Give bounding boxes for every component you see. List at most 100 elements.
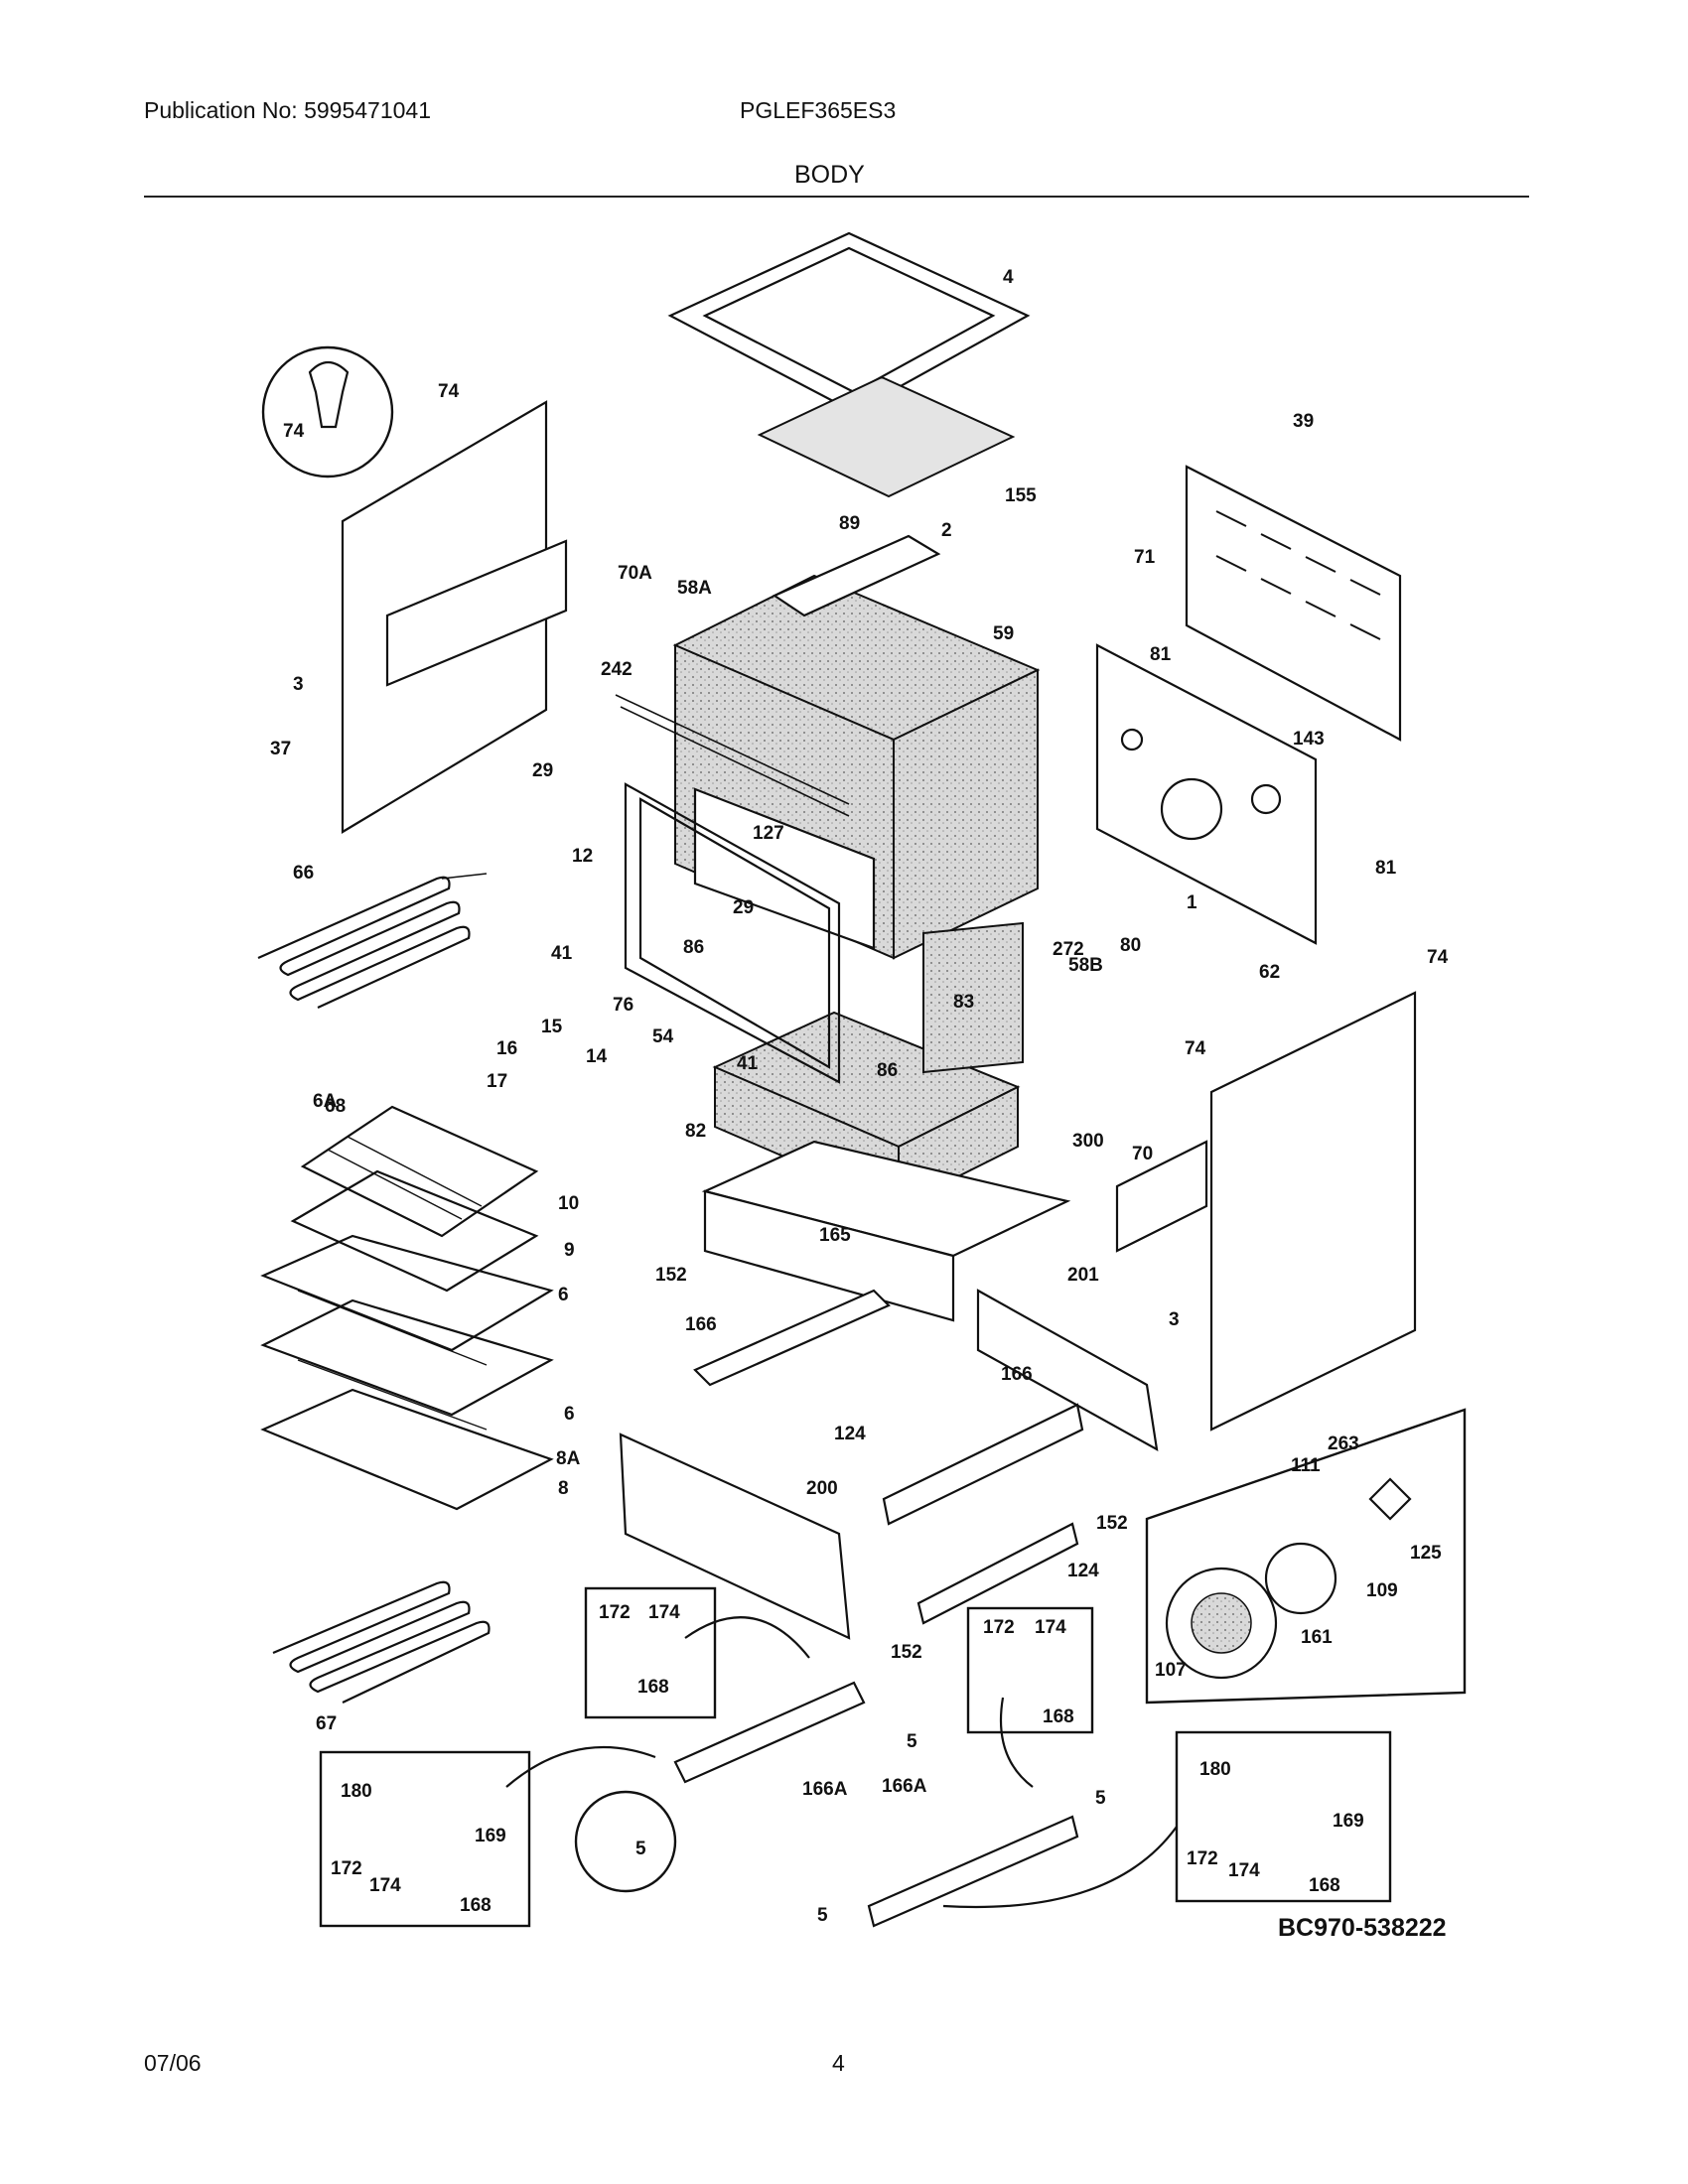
part-label-p200: 200: [806, 1478, 838, 1499]
part-label-p165: 165: [819, 1225, 851, 1246]
footer-page-number: 4: [832, 2050, 845, 2076]
part-label-p81b: 81: [1375, 858, 1397, 879]
part-label-p74b: 74: [283, 421, 305, 442]
part-label-p174d: 174: [1228, 1860, 1260, 1881]
part-label-p172b: 172: [983, 1617, 1015, 1638]
part-label-p125: 125: [1410, 1543, 1442, 1564]
arrow-2: [505, 1745, 656, 1788]
part-label-p6a: 6: [558, 1285, 569, 1305]
leveler-detail-circle: [574, 1790, 677, 1893]
part-label-p41a: 41: [551, 943, 573, 964]
part-label-p166Ab: 166A: [882, 1776, 927, 1797]
part-label-p172a: 172: [599, 1602, 631, 1623]
part-label-p37: 37: [270, 739, 291, 759]
arrow-1: [684, 1616, 810, 1659]
part-label-p155: 155: [1005, 485, 1037, 506]
part-label-p5a: 5: [907, 1731, 917, 1752]
part-label-p58B: 58B: [1068, 955, 1103, 976]
part-label-p70: 70: [1132, 1144, 1153, 1164]
part-label-p83: 83: [953, 992, 974, 1013]
part-label-p3a: 3: [293, 674, 304, 695]
part-label-p6b: 6: [564, 1404, 575, 1425]
publication-number: Publication No: 5995471041: [144, 97, 432, 123]
part-label-p10: 10: [558, 1193, 579, 1214]
part-label-p58A: 58A: [677, 578, 712, 599]
part-label-p161: 161: [1301, 1627, 1333, 1648]
part-label-p17: 17: [487, 1071, 507, 1092]
part-label-p39: 39: [1293, 411, 1314, 432]
part-label-p41b: 41: [737, 1053, 759, 1074]
part-label-p86a: 86: [683, 937, 704, 958]
part-label-p15: 15: [541, 1017, 563, 1037]
part-label-p174c: 174: [369, 1875, 401, 1896]
part-label-p174a: 174: [648, 1602, 680, 1623]
part-label-p152c: 152: [891, 1642, 922, 1663]
oven-racks: [260, 1105, 554, 1511]
part-label-p242: 242: [601, 659, 633, 680]
top-panel: [667, 231, 1031, 498]
header-rule: [144, 196, 1529, 198]
part-label-p5c: 5: [817, 1905, 828, 1926]
part-label-p166b: 166: [1001, 1364, 1033, 1385]
part-label-p152a: 152: [655, 1265, 687, 1286]
part-label-p74c: 74: [1427, 947, 1449, 968]
part-label-p81a: 81: [1150, 644, 1172, 665]
part-label-p1: 1: [1187, 892, 1197, 913]
part-label-p74a: 74: [438, 381, 460, 402]
part-label-p71: 71: [1134, 547, 1156, 568]
oven-cavity: [672, 534, 1041, 960]
part-label-p127: 127: [753, 823, 784, 844]
part-label-p68: 68: [325, 1096, 346, 1117]
part-label-p66: 66: [293, 863, 314, 884]
part-label-p62: 62: [1259, 962, 1280, 983]
part-label-p6A: 6A: [313, 1091, 338, 1112]
part-label-p5d: 5: [635, 1839, 646, 1859]
part-label-p82: 82: [685, 1121, 706, 1142]
detail-box-4: [1175, 1730, 1392, 1903]
part-label-p124a: 124: [834, 1424, 866, 1444]
part-label-p174b: 174: [1035, 1617, 1066, 1638]
diagram-code: BC970-538222: [1278, 1914, 1447, 1942]
footer-date: 07/06: [144, 2050, 202, 2076]
part-label-p180b: 180: [1199, 1759, 1231, 1780]
part-label-p172c: 172: [331, 1858, 362, 1879]
arrow-4: [942, 1826, 1178, 1909]
part-label-p12: 12: [572, 846, 593, 867]
part-label-p168c: 168: [460, 1895, 492, 1916]
part-label-p29a: 29: [532, 760, 553, 781]
part-label-p2: 2: [941, 520, 952, 541]
part-label-p80: 80: [1120, 935, 1141, 956]
part-label-p16: 16: [496, 1038, 517, 1059]
part-label-p5b: 5: [1095, 1788, 1106, 1809]
part-label-p3b: 3: [1169, 1309, 1180, 1330]
part-label-p172d: 172: [1187, 1848, 1218, 1869]
section-title: BODY: [794, 161, 865, 189]
part-label-p14: 14: [586, 1046, 608, 1067]
part-label-p300: 300: [1072, 1131, 1104, 1152]
part-label-p169a: 169: [475, 1826, 506, 1846]
arrow-3: [999, 1697, 1034, 1788]
part-label-p263: 263: [1328, 1433, 1359, 1454]
part-label-p67: 67: [316, 1713, 337, 1734]
part-label-p86b: 86: [877, 1060, 898, 1081]
detail-box-2: [966, 1606, 1094, 1734]
part-label-p8: 8: [558, 1478, 569, 1499]
part-label-p143: 143: [1293, 729, 1325, 750]
rear-panel: [1095, 465, 1402, 945]
part-label-p152b: 152: [1096, 1513, 1128, 1534]
part-label-p201: 201: [1067, 1265, 1099, 1286]
part-label-p59: 59: [993, 623, 1014, 644]
part-label-p89: 89: [839, 513, 860, 534]
detail-box-1: [584, 1586, 717, 1719]
model-number: PGLEF365ES3: [740, 97, 897, 123]
oven-base: [619, 1140, 1159, 1928]
part-label-p168b: 168: [1043, 1706, 1074, 1727]
part-label-p76: 76: [613, 995, 633, 1016]
part-label-p8A: 8A: [556, 1448, 581, 1469]
part-label-p166Aa: 166A: [802, 1779, 848, 1800]
convection-fan-box: [1145, 1408, 1467, 1705]
detail-box-3: [319, 1750, 531, 1928]
part-label-p168d: 168: [1309, 1875, 1340, 1896]
part-label-p272: 272: [1053, 939, 1084, 960]
